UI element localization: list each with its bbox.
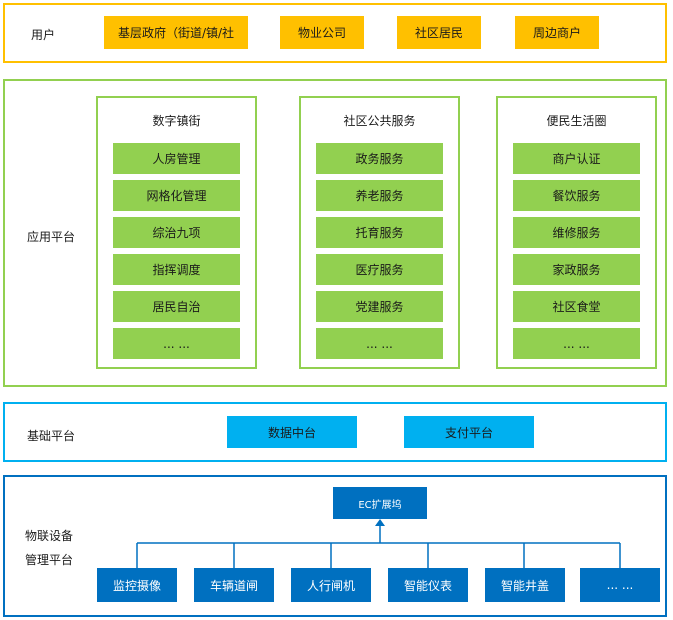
app-item: 餐饮服务 bbox=[513, 180, 640, 211]
user-layer bbox=[3, 3, 667, 63]
app-item: 居民自治 bbox=[113, 291, 240, 322]
iot-layer-label-line1: 物联设备 bbox=[25, 529, 74, 543]
app-item: 指挥调度 bbox=[113, 254, 240, 285]
ec-dock-box: EC扩展坞 bbox=[333, 487, 427, 519]
iot-layer bbox=[3, 475, 667, 617]
app-item: 托育服务 bbox=[316, 217, 443, 248]
device-box-smart-manhole: 智能井盖 bbox=[485, 568, 565, 602]
base-layer-label: 基础平台 bbox=[27, 429, 76, 443]
user-layer-label: 用户 bbox=[31, 28, 56, 42]
device-box-more: ... ... bbox=[580, 568, 660, 602]
app-item: 养老服务 bbox=[316, 180, 443, 211]
base-box-payment-platform: 支付平台 bbox=[404, 416, 534, 448]
app-item: ... ... bbox=[513, 328, 640, 359]
app-item: 政务服务 bbox=[316, 143, 443, 174]
user-box-property-company: 物业公司 bbox=[280, 16, 364, 49]
user-box-merchants: 周边商户 bbox=[515, 16, 599, 49]
iot-layer-label-line2: 管理平台 bbox=[25, 553, 74, 567]
application-layer bbox=[3, 79, 667, 387]
device-box-smart-meter: 智能仪表 bbox=[388, 568, 468, 602]
app-item: 医疗服务 bbox=[316, 254, 443, 285]
panel-title: 数字镇街 bbox=[152, 114, 201, 128]
panel-digital-town: 数字镇街 人房管理 网格化管理 综治九项 指挥调度 居民自治 ... ... bbox=[96, 96, 257, 369]
panel-title: 社区公共服务 bbox=[343, 114, 416, 128]
device-box-camera: 监控摄像 bbox=[97, 568, 177, 602]
panel-convenience-life-circle: 便民生活圈 商户认证 餐饮服务 维修服务 家政服务 社区食堂 ... ... bbox=[496, 96, 657, 369]
app-item: 维修服务 bbox=[513, 217, 640, 248]
base-layer bbox=[3, 402, 667, 462]
app-item: ... ... bbox=[113, 328, 240, 359]
app-item: 综治九项 bbox=[113, 217, 240, 248]
app-item: 人房管理 bbox=[113, 143, 240, 174]
app-item: 社区食堂 bbox=[513, 291, 640, 322]
app-item: ... ... bbox=[316, 328, 443, 359]
app-item: 党建服务 bbox=[316, 291, 443, 322]
user-box-government: 基层政府（街道/镇/社 bbox=[104, 16, 248, 49]
panel-title: 便民生活圈 bbox=[546, 114, 607, 128]
device-box-vehicle-barrier: 车辆道闸 bbox=[194, 568, 274, 602]
application-layer-label: 应用平台 bbox=[27, 230, 76, 244]
app-item: 家政服务 bbox=[513, 254, 640, 285]
device-box-pedestrian-gate: 人行闸机 bbox=[291, 568, 371, 602]
app-item: 商户认证 bbox=[513, 143, 640, 174]
user-box-residents: 社区居民 bbox=[397, 16, 481, 49]
base-box-data-platform: 数据中台 bbox=[227, 416, 357, 448]
app-item: 网格化管理 bbox=[113, 180, 240, 211]
ec-arrow-head bbox=[375, 519, 385, 526]
panel-community-public-service: 社区公共服务 政务服务 养老服务 托育服务 医疗服务 党建服务 ... ... bbox=[299, 96, 460, 369]
